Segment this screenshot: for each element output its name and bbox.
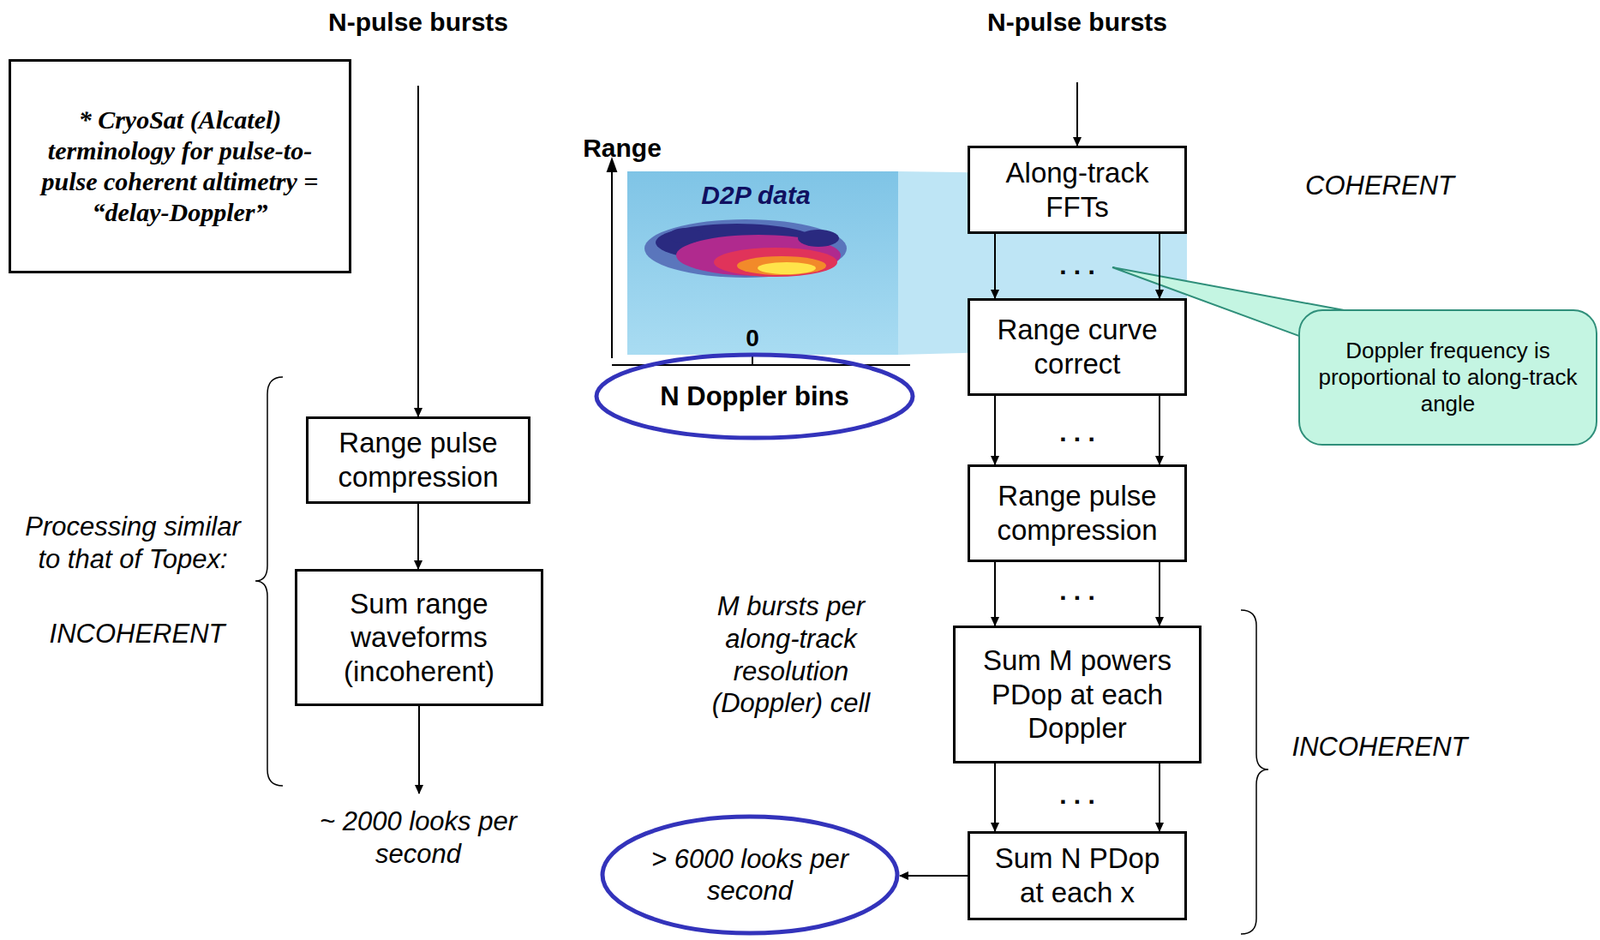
flow-arrow bbox=[994, 562, 996, 626]
flow-arrow bbox=[1158, 562, 1161, 626]
annotation-label: Range bbox=[557, 132, 687, 165]
node-text: Range curve correct bbox=[980, 312, 1175, 381]
output-arrow bbox=[418, 706, 420, 794]
annotation-label: INCOHERENT bbox=[1281, 731, 1479, 764]
flow-arrow bbox=[994, 233, 996, 299]
process-box: Range pulse compression bbox=[305, 416, 531, 504]
ellipsis-label: . . . bbox=[1038, 417, 1116, 450]
node-text: Range pulse compression bbox=[980, 479, 1175, 547]
annotation-label: ~ 2000 looks per second bbox=[306, 805, 530, 871]
annotation-label: N-pulse bursts bbox=[940, 6, 1215, 39]
note-box: * CryoSat (Alcatel) terminology for puls… bbox=[8, 59, 352, 274]
node-text: Range pulse compression bbox=[318, 425, 518, 494]
echo-blob bbox=[644, 219, 847, 278]
process-box: Range pulse compression bbox=[967, 464, 1187, 563]
callout-box: Doppler frequency is proportional to alo… bbox=[1298, 309, 1598, 446]
node-text: Sum M powers PDop at each Doppler bbox=[965, 643, 1189, 746]
annotation-label: D2P data bbox=[670, 179, 842, 212]
ellipsis-label: . . . bbox=[1038, 779, 1116, 812]
node-text: Along-track FFTs bbox=[980, 155, 1175, 224]
ellipse-outline bbox=[599, 814, 900, 936]
process-box: Along-track FFTs bbox=[967, 145, 1187, 234]
flow-arrow bbox=[1158, 395, 1161, 465]
process-box: Sum M powers PDop at each Doppler bbox=[952, 625, 1202, 764]
input-arrow bbox=[1076, 82, 1079, 146]
ellipsis-label: . . . bbox=[1038, 250, 1116, 282]
highlight-ellipse: N Doppler bins bbox=[593, 352, 916, 441]
node-text: * CryoSat (Alcatel) terminology for puls… bbox=[29, 104, 330, 228]
axes bbox=[607, 159, 911, 366]
brace bbox=[1240, 610, 1269, 935]
highlight-ellipse: > 6000 looks per second bbox=[599, 814, 900, 936]
annotation-label: COHERENT bbox=[1276, 169, 1483, 203]
flow-arrow bbox=[417, 503, 420, 570]
input-arrow bbox=[417, 85, 420, 417]
brace bbox=[255, 377, 283, 786]
annotation-label: M bursts per along-track resolution (Dop… bbox=[688, 590, 894, 720]
process-box: Range curve correct bbox=[967, 298, 1187, 396]
annotation-label: 0 bbox=[735, 323, 770, 354]
node-text: N Doppler bins bbox=[659, 380, 849, 413]
node-text: Doppler frequency is proportional to alo… bbox=[1317, 337, 1579, 419]
flow-arrow bbox=[1158, 233, 1161, 299]
node-text: Sum N PDop at each x bbox=[980, 841, 1175, 910]
annotation-label: Processing similar to that of Topex: bbox=[19, 510, 247, 576]
flow-arrow bbox=[994, 395, 996, 465]
d2p-image bbox=[627, 171, 899, 355]
node-text: > 6000 looks per second bbox=[642, 843, 857, 907]
flow-arrow bbox=[899, 874, 968, 877]
process-box: Sum range waveforms (incoherent) bbox=[294, 569, 544, 707]
node-text: Sum range waveforms (incoherent) bbox=[307, 587, 531, 690]
annotation-label: INCOHERENT bbox=[38, 617, 236, 651]
process-box: Sum N PDop at each x bbox=[967, 831, 1187, 921]
flow-arrow bbox=[1158, 763, 1161, 832]
flow-arrow bbox=[994, 763, 996, 832]
ellipsis-label: . . . bbox=[1038, 575, 1116, 608]
annotation-label: N-pulse bursts bbox=[281, 6, 556, 39]
